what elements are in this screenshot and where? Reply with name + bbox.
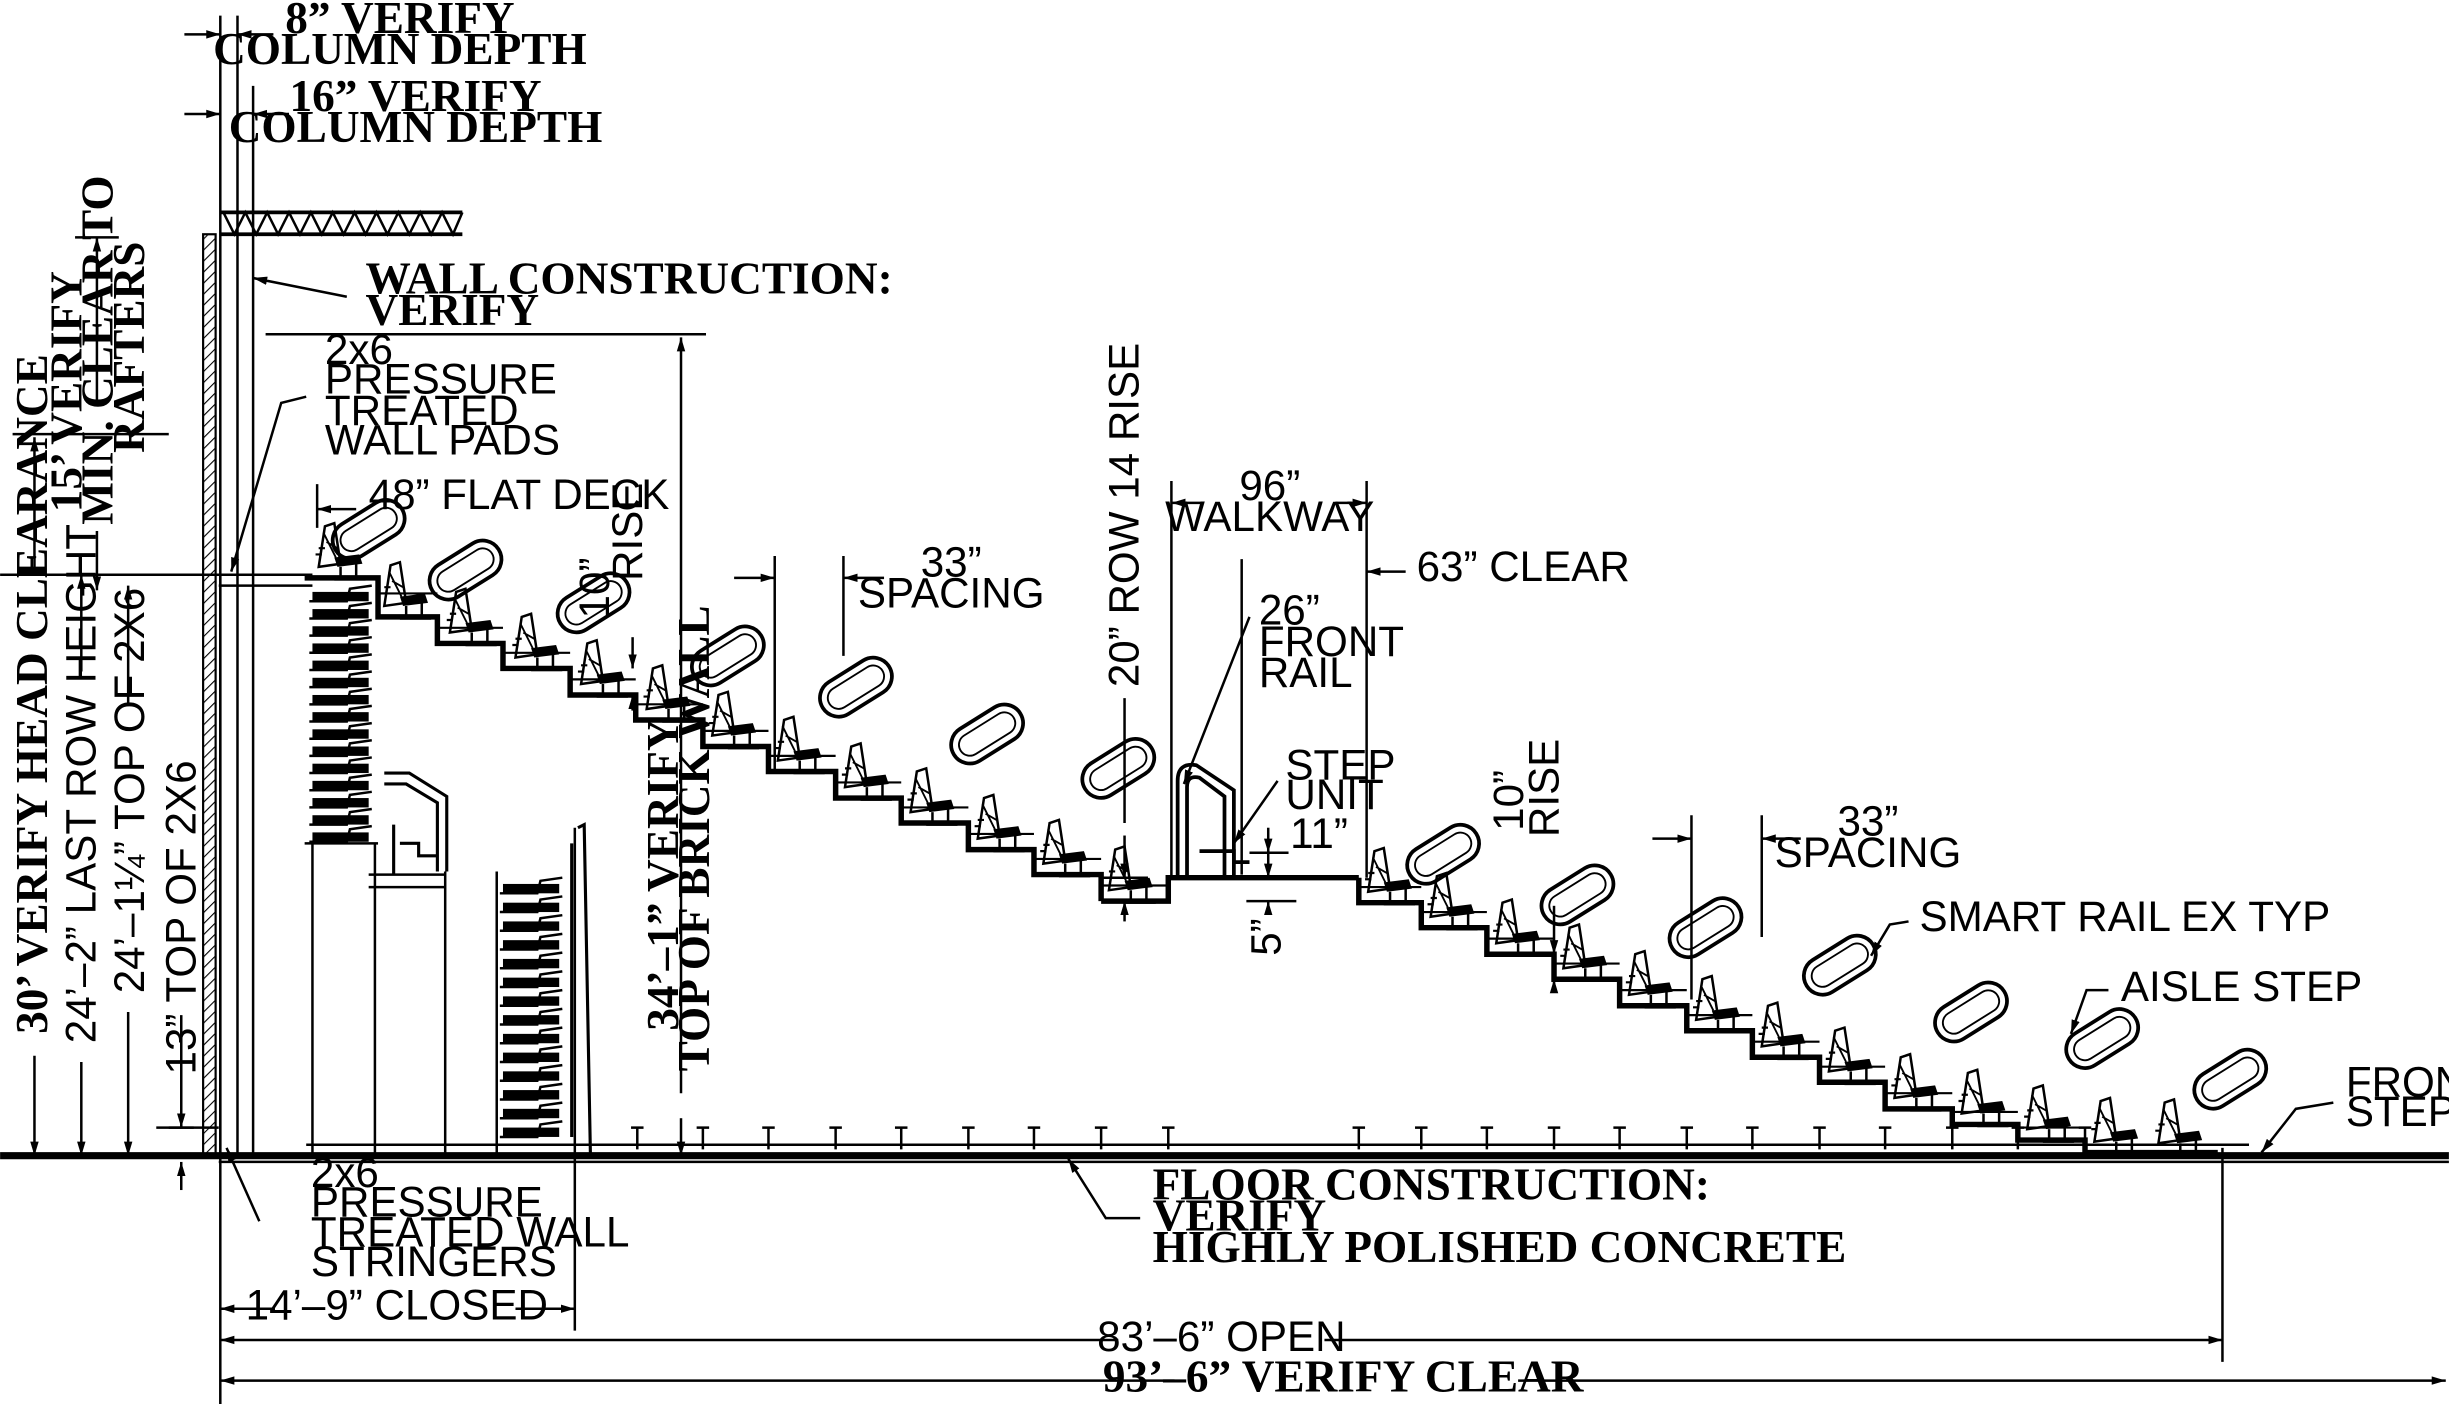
spacing-lower-label-1: 33” [1837,798,1898,845]
open-dim-label: 83’–6” OPEN [1097,1313,1345,1360]
wall-pads-label-1: 2x6 [325,326,393,373]
annotations: 8” VERIFY COLUMN DEPTH 16” VERIFY COLUMN… [7,0,2449,1402]
rise-upper-label-2: RISE [604,483,651,581]
front-rail-label-3: RAIL [1259,649,1353,696]
wall-pads-label-2: PRESSURE [325,356,557,403]
verify-clear-dim-label: 93’–6” VERIFY CLEAR [1103,1352,1585,1402]
last-row-height-label: 24’–2” LAST ROW HEIGHT [57,524,104,1043]
clear-63-label: 63” CLEAR [1417,543,1630,590]
rafters-label-1: 15’ VERIFY [41,271,91,512]
spacing-lower-label-2: SPACING [1775,829,1962,876]
dim-11-label: 11” [1290,810,1348,857]
stacked-chairs-upper [308,584,374,844]
wall-construction-label-2: VERIFY [366,285,540,335]
floor-construction-label-2: VERIFY [1153,1191,1327,1241]
rise-upper-label-1: 10” [571,558,618,619]
walkway-label-1: 96” [1239,462,1300,509]
aisle-step-label: AISLE STEP [2121,963,2362,1010]
rise-lower-label-2: RISE [1521,739,1568,837]
wall-pads-label-3: TREATED [325,387,519,434]
row14-rise-label: 20” ROW 14 RISE [1101,343,1148,687]
top-2x6-lower-label: 13” TOP OF 2X6 [157,760,204,1074]
flat-deck-label: 48” FLAT DECK [369,471,670,518]
wall-stringers-label-1: 2x6 [311,1149,379,1196]
floor-construction-label-1: FLOOR CONSTRUCTION: [1153,1159,1710,1209]
wall-construction-label-1: WALL CONSTRUCTION: [366,254,893,304]
spacing-upper-label-2: SPACING [858,570,1045,617]
closed-dim-label: 14’–9” CLOSED [246,1282,548,1329]
dimension-lines [30,30,2446,1385]
front-rail-label-2: FRONT [1259,618,1404,665]
step-unit-label-2: UNIT [1285,771,1383,818]
wall-stringers-label-4: STRINGERS [311,1238,557,1285]
step-unit-label-1: STEP [1285,741,1395,788]
floor-line [0,432,2449,1164]
understructure-posts [304,842,2249,1156]
brick-wall-label-2: TOP OF BRICK WALL [669,605,719,1071]
spacing-upper-label-1: 33” [921,538,982,585]
closed-stair-rail [384,771,592,1156]
wall-pads-label-4: WALL PADS [325,416,560,463]
front-rail-label-1: 26” [1259,587,1320,634]
rise-lower-label-1: 10” [1485,770,1532,831]
column-16-label-2: COLUMN DEPTH [229,102,603,152]
walkway-label-2: WALKWAY [1165,493,1374,540]
rafters-label-3: RAFTERS [104,242,154,453]
column-8-label-2: COLUMN DEPTH [213,24,587,74]
wall-stringers-label-2: PRESSURE [311,1179,543,1226]
column-8-label-1: 8” VERIFY [285,0,514,43]
rafters-label-2: MIN. CLEAR TO [73,175,123,524]
dim-5-label: 5” [1243,918,1290,955]
column-16-label-1: 16” VERIFY [290,71,542,121]
floor-construction-label-3: HIGHLY POLISHED CONCRETE [1153,1222,1847,1272]
head-clearance-label: 30’ VERIFY HEAD CLEARANCE [7,354,57,1034]
top-2x6-upper-label: 24’–1¼” TOP OF 2X6 [106,588,153,993]
smart-rail-label: SMART RAIL EX TYP [1919,893,2330,940]
front-step-label-1: FRONT [2346,1058,2449,1105]
wall-stringers-label-3: TREATED WALL [311,1208,630,1255]
brick-wall-label-1: 34’–1” VERIFY [638,718,688,1030]
front-step-label-2: STEP [2346,1088,2449,1135]
stacked-chairs-lower [498,876,564,1139]
front-rail [1175,762,1250,878]
roof-truss [220,209,464,238]
